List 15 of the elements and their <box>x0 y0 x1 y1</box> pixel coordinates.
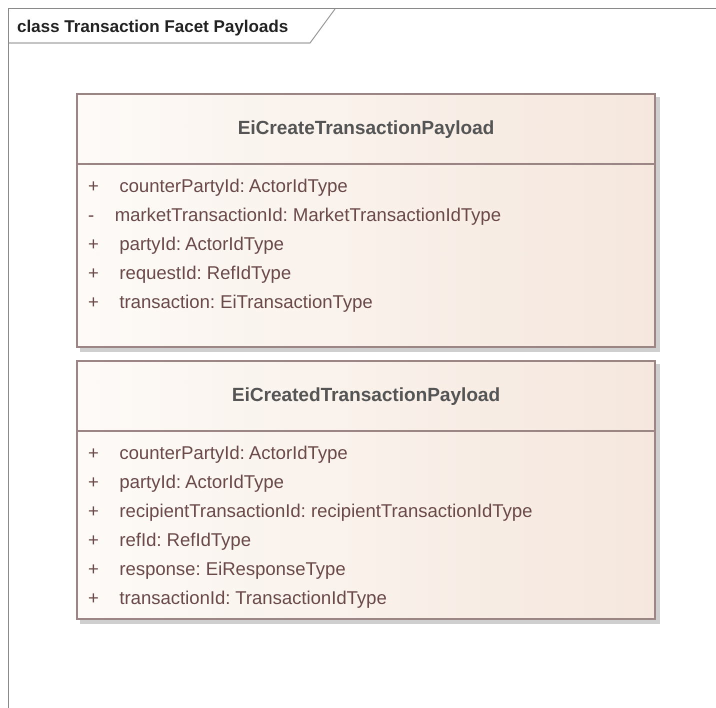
class-name: EiCreateTransactionPayload <box>238 118 494 140</box>
attribute-text: + partyId: ActorIdType <box>88 233 284 254</box>
class-name: EiCreatedTransactionPayload <box>232 385 500 407</box>
attribute-text: - marketTransactionId: MarketTransactionIdType <box>88 204 501 225</box>
attribute-text: + counterPartyId: ActorIdType <box>88 442 348 463</box>
attribute-text: + response: EiResponseType <box>88 558 346 579</box>
attribute-text: + transaction: EiTransactionType <box>88 291 373 312</box>
attribute-text: + recipientTransactionId: recipientTransactionIdType <box>88 500 532 521</box>
diagram-frame <box>8 8 716 708</box>
frame-title: class Transaction Facet Payloads <box>17 17 288 37</box>
attribute-text: + requestId: RefIdType <box>88 262 292 283</box>
attribute-text: + partyId: ActorIdType <box>88 471 284 492</box>
attribute-text: + transactionId: TransactionIdType <box>88 587 387 608</box>
attribute-text: + refId: RefIdType <box>88 529 251 550</box>
attribute-text: + counterPartyId: ActorIdType <box>88 175 348 196</box>
